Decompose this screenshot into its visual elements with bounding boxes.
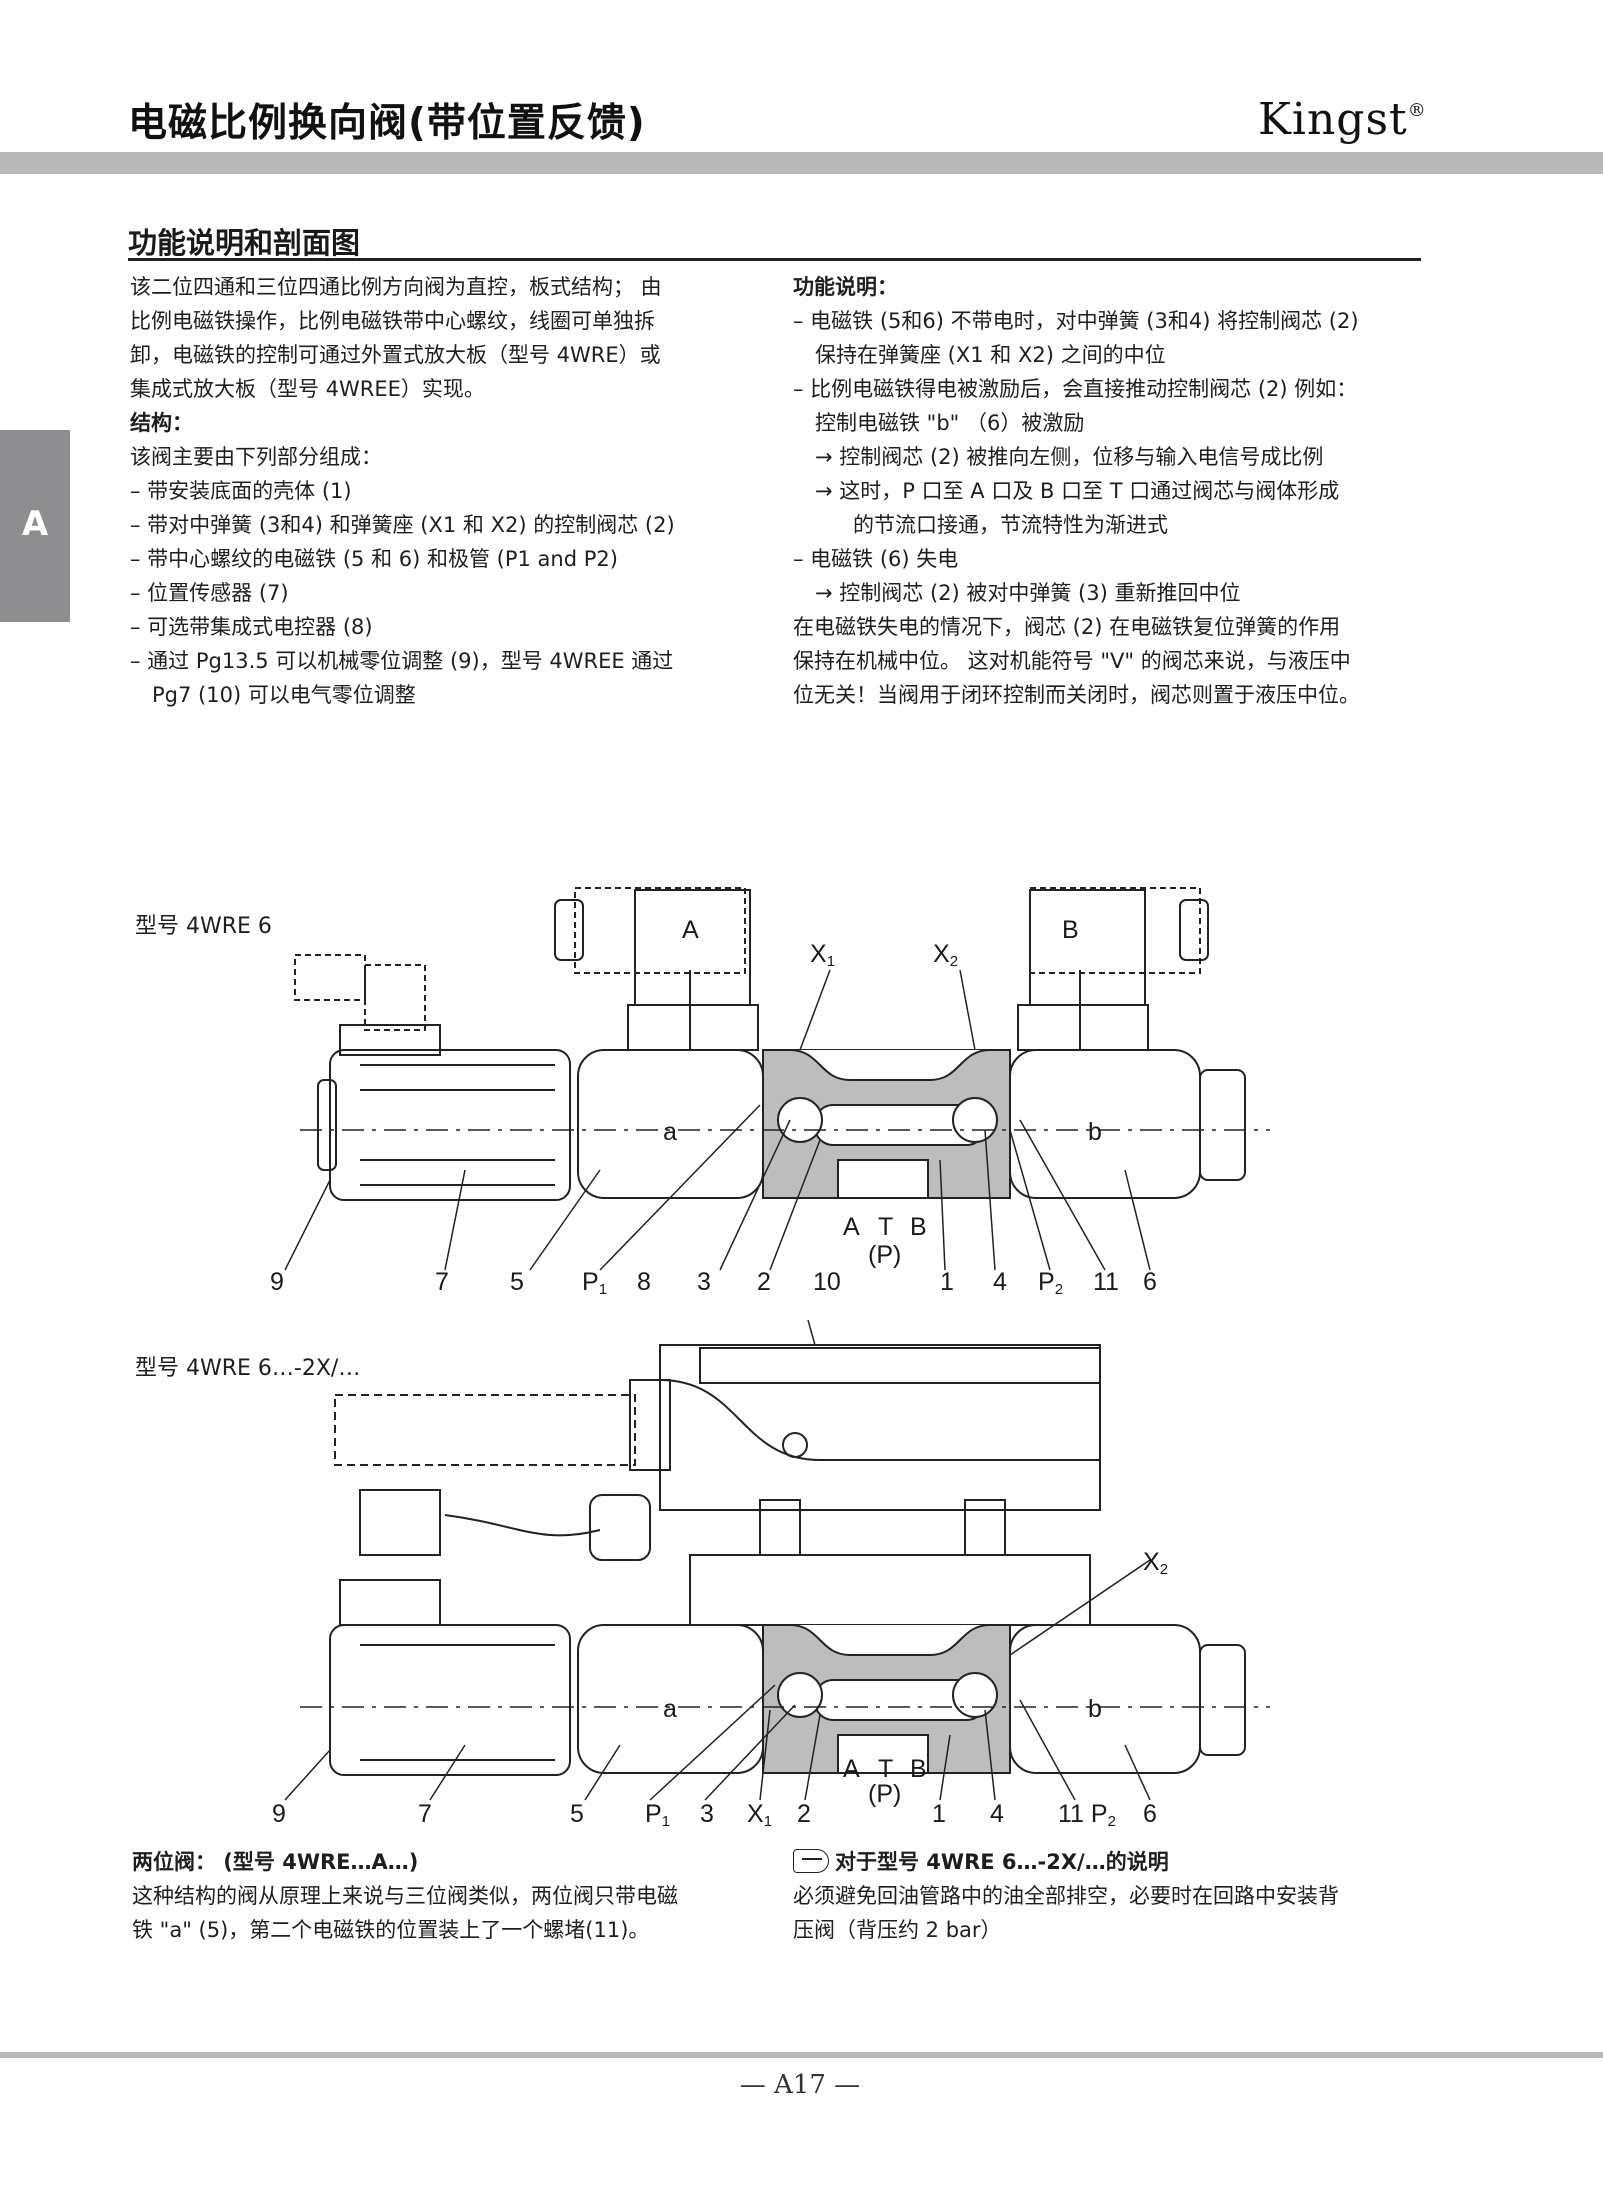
model-note-heading: 对于型号 4WRE 6…-2X/…的说明 — [793, 1845, 1433, 1879]
structure-item: – 带中心螺纹的电磁铁 (5 和 6) 和极管 (P1 and P2) — [130, 547, 618, 571]
callout: 3 — [700, 1800, 714, 1828]
callout: 5 — [510, 1268, 524, 1296]
callout: 9 — [272, 1800, 286, 1828]
page-number: — A17 — — [739, 2070, 861, 2100]
port-p-label: (P) — [868, 1241, 901, 1269]
structure-item-cont: Pg7 (10) 可以电气零位调整 — [152, 683, 416, 707]
page-title: 电磁比例换向阀(带位置反馈) — [128, 101, 646, 146]
function-line: 保持在弹簧座 (X1 和 X2) 之间的中位 — [815, 343, 1166, 367]
port-p-label: (P) — [868, 1780, 901, 1808]
structure-item: – 通过 Pg13.5 可以机械零位调整 (9)，型号 4WREE 通过 — [130, 649, 674, 673]
side-a-label: a — [663, 1695, 677, 1723]
callout: 9 — [270, 1268, 284, 1296]
callout: 2 — [757, 1268, 771, 1296]
structure-item: – 位置传感器 (7) — [130, 581, 289, 605]
valve-diagram-4wre6: A B X1 X2 a b A T B (P) 9 7 5 P1 8 3 2 1… — [270, 887, 1270, 1298]
callout: 1 — [932, 1800, 946, 1828]
structure-lead: 该阀主要由下列部分组成： — [130, 445, 382, 469]
footer-bar — [0, 2052, 1603, 2058]
function-line: → 控制阀芯 (2) 被对中弹簧 (3) 重新推回中位 — [815, 581, 1241, 605]
note-line: 压阀（背压约 2 bar） — [793, 1918, 1002, 1942]
port-t-label: T — [878, 1213, 893, 1241]
model-note: 对于型号 4WRE 6…-2X/…的说明 必须避免回油管路中的油全部排空，必要时… — [793, 1845, 1433, 1947]
callout: 7 — [435, 1268, 449, 1296]
callout-p2: 11 P2 — [1058, 1800, 1116, 1830]
left-column: 该二位四通和三位四通比例方向阀为直控，板式结构； 由 比例电磁铁操作，比例电磁铁… — [130, 270, 730, 712]
note-line: 铁 "a" (5)，第二个电磁铁的位置装上了一个螺堵(11)。 — [132, 1918, 650, 1942]
function-line: 位无关！当阀用于闭环控制而关闭时，阀芯则置于液压中位。 — [793, 683, 1360, 707]
note-line: 这种结构的阀从原理上来说与三位阀类似，两位阀只带电磁 — [132, 1884, 678, 1908]
function-line: – 电磁铁 (5和6) 不带电时，对中弹簧 (3和4) 将控制阀芯 (2) — [793, 309, 1359, 333]
intro-line: 比例电磁铁操作，比例电磁铁带中心螺纹，线圈可单独拆 — [130, 309, 655, 333]
x2-label: X2 — [933, 940, 958, 970]
callout: 8 — [637, 1268, 651, 1296]
port-b-label: B — [910, 1755, 927, 1783]
function-line: 保持在机械中位。 这对机能符号 "V" 的阀芯来说，与液压中 — [793, 649, 1351, 673]
pointing-hand-icon — [793, 1849, 829, 1873]
function-line: 在电磁铁失电的情况下，阀芯 (2) 在电磁铁复位弹簧的作用 — [793, 615, 1341, 639]
structure-item: – 带安装底面的壳体 (1) — [130, 479, 352, 503]
function-line: – 电磁铁 (6) 失电 — [793, 547, 959, 571]
side-a-label: a — [663, 1118, 677, 1146]
figure1-label: 型号 4WRE 6 — [135, 914, 272, 939]
intro-line: 卸，电磁铁的控制可通过外置式放大板（型号 4WRE）或 — [130, 343, 661, 367]
section-tab: A — [0, 430, 70, 622]
callout: 4 — [993, 1268, 1007, 1296]
port-a-label: A — [843, 1755, 860, 1783]
function-line: 控制电磁铁 "b" （6）被激励 — [815, 411, 1085, 435]
callout: 4 — [990, 1800, 1004, 1828]
two-position-heading: 两位阀： (型号 4WRE…A…) — [132, 1850, 419, 1874]
note-line: 必须避免回油管路中的油全部排空，必要时在回路中安装背 — [793, 1884, 1339, 1908]
callout-p2: P2 — [1038, 1268, 1063, 1298]
callout: 3 — [697, 1268, 711, 1296]
structure-heading: 结构： — [130, 411, 193, 435]
callout: 5 — [570, 1800, 584, 1828]
callout: 6 — [1143, 1268, 1157, 1296]
valve-diagram-4wre6-2x: X2 a b A T B (P) 9 7 5 P1 3 X1 2 1 4 11 … — [272, 1320, 1270, 1830]
structure-item: – 可选带集成式电控器 (8) — [130, 615, 373, 639]
callout: 2 — [797, 1800, 811, 1828]
function-line: → 控制阀芯 (2) 被推向左侧，位移与输入电信号成比例 — [815, 445, 1324, 469]
x2-label: X2 — [1143, 1548, 1168, 1578]
solenoid-b-label: B — [1062, 916, 1079, 944]
port-t-label: T — [878, 1755, 893, 1783]
side-b-label: b — [1088, 1118, 1102, 1146]
callout-p1: P1 — [645, 1800, 670, 1830]
callout: 1 — [940, 1268, 954, 1296]
function-line: – 比例电磁铁得电被激励后，会直接推动控制阀芯 (2) 例如： — [793, 377, 1358, 401]
x1-label: X1 — [810, 940, 835, 970]
structure-item: – 带对中弹簧 (3和4) 和弹簧座 (X1 和 X2) 的控制阀芯 (2) — [130, 513, 675, 537]
section-divider — [128, 258, 1421, 261]
callout-p1: P1 — [582, 1268, 607, 1298]
function-line: → 这时，P 口至 A 口及 B 口至 T 口通过阀芯与阀体形成 — [815, 479, 1340, 503]
brand-logo: Kingst® — [1258, 94, 1427, 145]
solenoid-a-label: A — [682, 916, 699, 944]
callout-x1: X1 — [747, 1800, 772, 1830]
two-position-note: 两位阀： (型号 4WRE…A…) 这种结构的阀从原理上来说与三位阀类似，两位阀… — [132, 1845, 772, 1947]
intro-line: 该二位四通和三位四通比例方向阀为直控，板式结构； 由 — [130, 275, 662, 299]
callout: 10 — [813, 1268, 841, 1296]
callout: 11 — [1093, 1268, 1119, 1296]
callout: 7 — [418, 1800, 432, 1828]
figure2-label: 型号 4WRE 6…-2X/… — [135, 1356, 361, 1381]
port-a-label: A — [843, 1213, 860, 1241]
port-b-label: B — [910, 1213, 927, 1241]
function-heading: 功能说明： — [793, 275, 898, 299]
section-tab-letter: A — [21, 504, 49, 544]
right-column: 功能说明： – 电磁铁 (5和6) 不带电时，对中弹簧 (3和4) 将控制阀芯 … — [793, 270, 1433, 712]
function-line: 的节流口接通，节流特性为渐进式 — [853, 513, 1168, 537]
intro-line: 集成式放大板（型号 4WREE）实现。 — [130, 377, 485, 401]
section-title: 功能说明和剖面图 — [128, 226, 361, 260]
header-bar — [0, 152, 1603, 174]
side-b-label: b — [1088, 1695, 1102, 1723]
callout: 6 — [1143, 1800, 1157, 1828]
